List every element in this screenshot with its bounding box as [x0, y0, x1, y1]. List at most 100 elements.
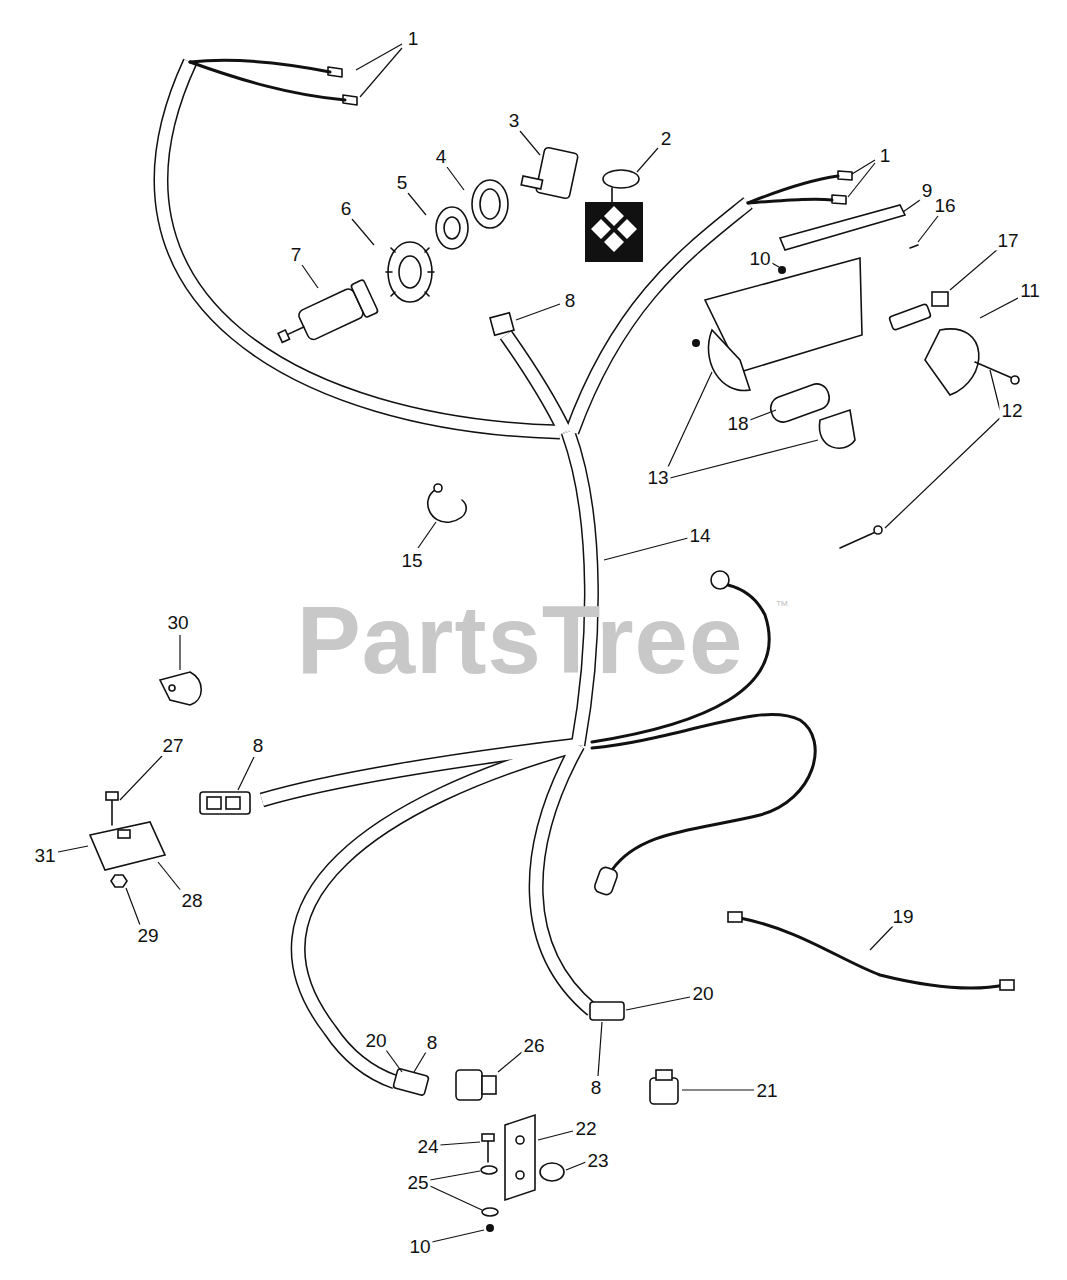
key-switch-parts	[278, 330, 289, 342]
wire-harness	[161, 62, 560, 432]
handle-bracket-parts	[975, 362, 1012, 378]
leader-lines	[516, 304, 560, 320]
leader-lines	[126, 888, 140, 925]
key-switch-parts	[480, 189, 500, 219]
leader-lines	[58, 846, 88, 852]
small-parts	[111, 798, 113, 825]
leader-lines	[360, 48, 402, 97]
leader-lines	[750, 410, 776, 420]
sensor-parts	[482, 1208, 498, 1216]
wire-harness	[748, 199, 832, 203]
callout-number: 20	[363, 1030, 388, 1051]
handle-bracket-parts	[925, 329, 979, 395]
sensor-parts	[656, 1070, 672, 1080]
callout-number: 20	[690, 983, 715, 1004]
callout-number: 1	[406, 28, 421, 49]
callout-number: 23	[585, 1150, 610, 1171]
key-switch-parts	[521, 176, 542, 189]
wire-harness	[161, 60, 852, 1082]
sensor-parts	[516, 1136, 524, 1144]
key-switch-parts	[585, 202, 643, 262]
wire-harness	[592, 714, 815, 870]
watermark: PartsTree	[295, 591, 746, 689]
callout-number: 14	[687, 525, 712, 546]
leader-lines	[158, 862, 182, 892]
small-parts	[428, 490, 466, 522]
callout-number: 5	[395, 172, 410, 193]
connectors	[200, 313, 624, 1096]
wire-harness	[536, 745, 592, 1010]
connectors	[207, 797, 221, 809]
leader-lines	[637, 148, 658, 172]
wire-harness	[328, 67, 357, 105]
wire-harness	[593, 866, 619, 897]
wire-harness	[161, 62, 560, 432]
callout-number: 31	[32, 845, 57, 866]
sensor-parts	[482, 1076, 496, 1094]
sensor-parts	[650, 1078, 678, 1104]
callout-number: 16	[932, 195, 957, 216]
leader-lines	[538, 1131, 573, 1140]
small-parts	[740, 918, 1005, 988]
wire-harness	[568, 432, 591, 745]
wire-harness	[536, 745, 592, 1010]
leader-lines	[432, 1230, 484, 1242]
leader-lines	[498, 1052, 522, 1072]
callout-number: 24	[415, 1136, 440, 1157]
callout-number: 27	[160, 735, 185, 756]
leader-lines	[179, 635, 180, 670]
leader-lines	[58, 44, 1018, 1242]
leader-lines	[980, 298, 1018, 318]
wire-harness	[506, 335, 565, 432]
leader-lines	[447, 167, 464, 190]
connectors	[590, 1002, 624, 1020]
leader-lines	[418, 522, 436, 548]
connectors	[490, 313, 514, 336]
callout-number: 6	[339, 198, 354, 219]
leader-lines	[120, 756, 162, 800]
callout-number: 29	[135, 925, 160, 946]
handle-bracket-parts	[778, 266, 786, 274]
callout-number: 4	[434, 146, 449, 167]
small-parts	[90, 822, 165, 870]
wire-harness	[568, 432, 591, 745]
key-switch-parts	[351, 279, 379, 318]
callout-number: 8	[589, 1077, 604, 1098]
key-switch-parts	[444, 217, 460, 239]
callout-number: 8	[251, 735, 266, 756]
key-switch-parts	[399, 256, 421, 288]
key-switch-parts	[273, 147, 643, 354]
sensor-parts	[505, 1115, 535, 1200]
callout-number: 15	[399, 550, 424, 571]
connectors	[226, 797, 240, 809]
key-switch-parts	[273, 279, 379, 354]
handle-bracket-parts	[932, 292, 948, 306]
callout-number: 22	[573, 1118, 598, 1139]
key-switch-parts	[386, 248, 434, 296]
leader-lines	[598, 1022, 602, 1076]
leader-lines	[566, 1162, 586, 1170]
leader-lines	[870, 926, 893, 950]
handle-bracket-parts	[708, 330, 750, 390]
small-parts	[106, 792, 118, 800]
callout-number: 18	[725, 413, 750, 434]
leader-lines	[430, 1171, 480, 1180]
wire-harness	[506, 335, 565, 432]
leader-lines	[918, 216, 938, 242]
sensor-parts	[456, 1070, 678, 1232]
callout-number: 8	[563, 290, 578, 311]
handle-bracket-parts	[780, 205, 905, 250]
small-parts	[111, 875, 127, 887]
callout-number: 1	[878, 145, 893, 166]
key-switch-parts	[436, 207, 468, 249]
leader-lines	[520, 131, 540, 155]
small-parts	[118, 830, 130, 838]
key-switch-parts	[536, 147, 579, 199]
sensor-parts	[456, 1070, 482, 1100]
handle-bracket-parts	[874, 526, 882, 534]
key-switch-parts	[286, 327, 304, 335]
handle-bracket-parts	[889, 304, 931, 331]
key-switch-parts	[603, 170, 639, 188]
